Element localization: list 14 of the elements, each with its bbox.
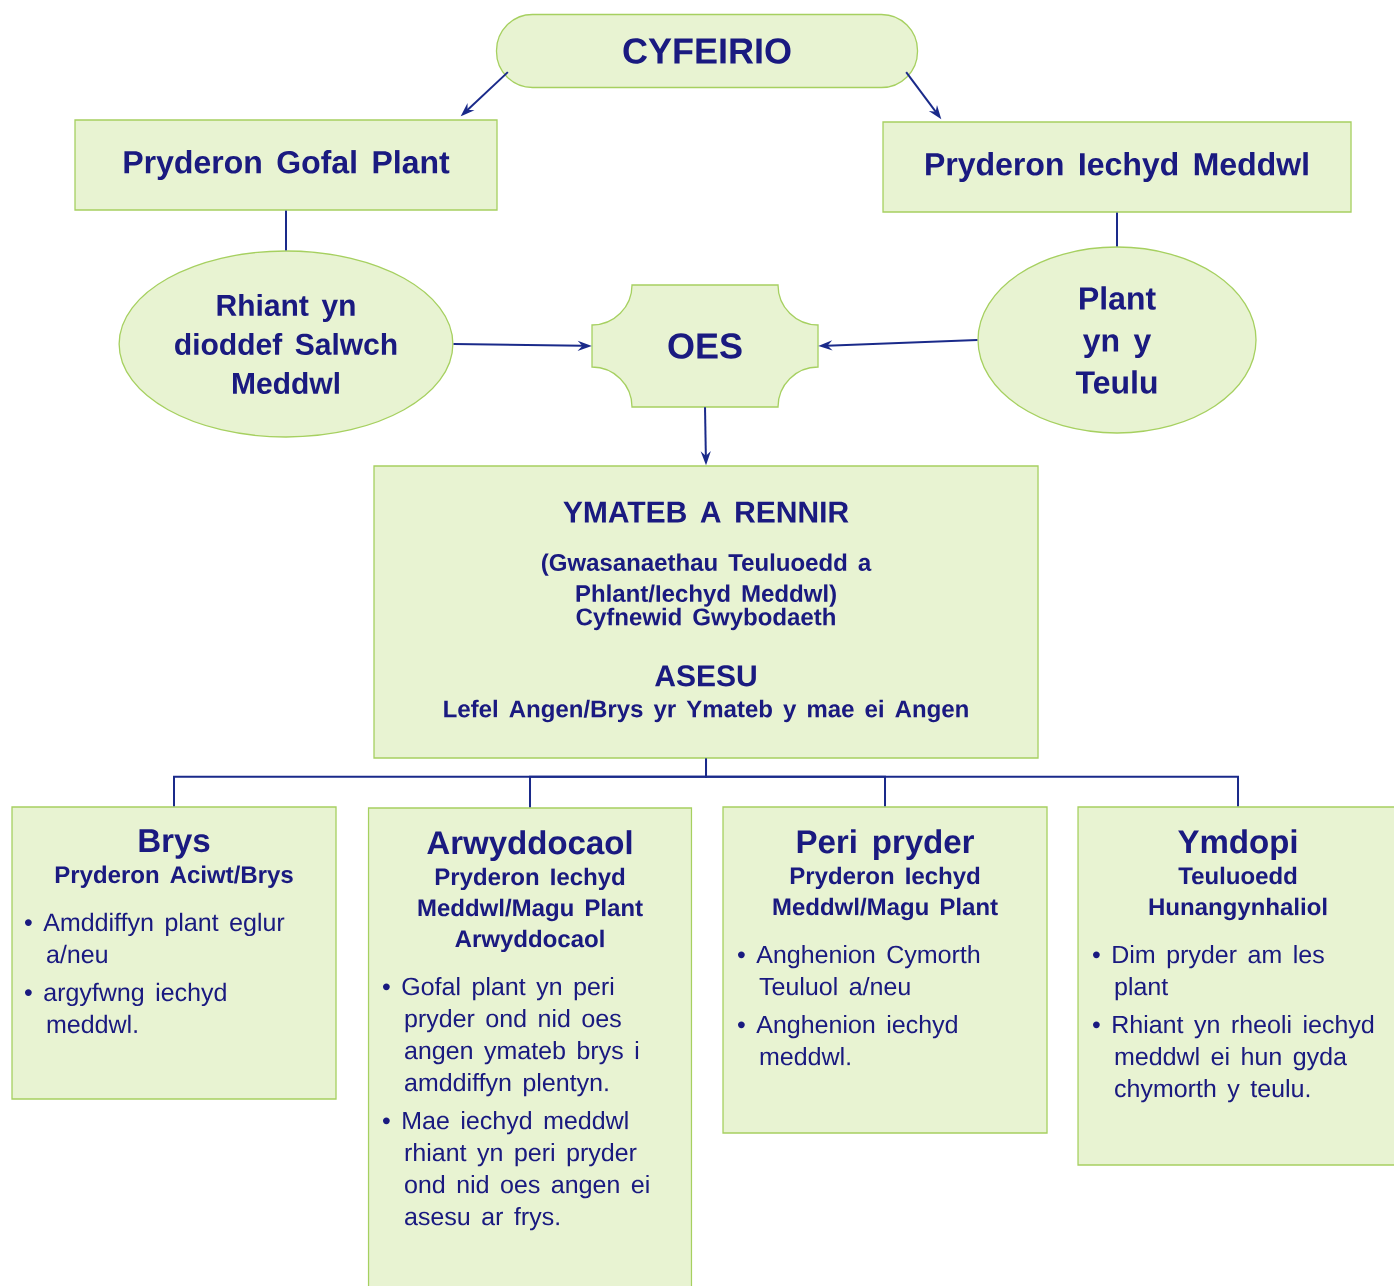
process-box: Pryderon Iechyd Meddwl: [882, 121, 1352, 213]
connector-line: [1116, 211, 1118, 248]
category-card: Ymdopi Teuluoedd Hunangynhaliol • Dim pryder am les plant • Rhiant yn rheoli iechyd meddwl ei hun gyda chymorth y teulu.: [1077, 806, 1394, 1166]
process-box: Pryderon Gofal Plant: [74, 119, 498, 211]
notched-box: OES: [591, 284, 819, 408]
category-card: Peri pryder Pryderon Iechyd Meddwl/Magu Plant • Anghenion Cymorth Teuluol a/neu • Anghenion iechyd meddwl.: [722, 806, 1048, 1134]
category-card: Brys Pryderon Aciwt/Brys • Amddiffyn plant eglur a/neu • argyfwng iechyd meddwl.: [11, 806, 337, 1100]
category-card: Arwyddocaol Pryderon Iechyd Meddwl/Magu Plant Arwyddocaol • Gofal plant yn peri pryder ond nid oes angen ymateb brys i amddiffyn plentyn. • Mae iechyd meddwl rhiant yn peri pryder ond nid oes angen ei asesu ar frys.: [367, 807, 693, 1286]
rounded-box: CYFEIRIO: [495, 13, 919, 89]
oval-node: Plant yn y Teulu: [977, 246, 1257, 434]
connector-line: [705, 757, 1239, 808]
oval-node: Rhiant yn dioddef Salwch Meddwl: [118, 250, 454, 438]
connector-line: [285, 209, 287, 252]
process-box: YMATEB A RENNIR (Gwasanaethau Teuluoedd a Phlant/Iechyd Meddwl) Cyfnewid Gwybodaeth ASESU Lefel Angen/Brys yr Ymateb y mae ei Angen: [373, 465, 1039, 759]
